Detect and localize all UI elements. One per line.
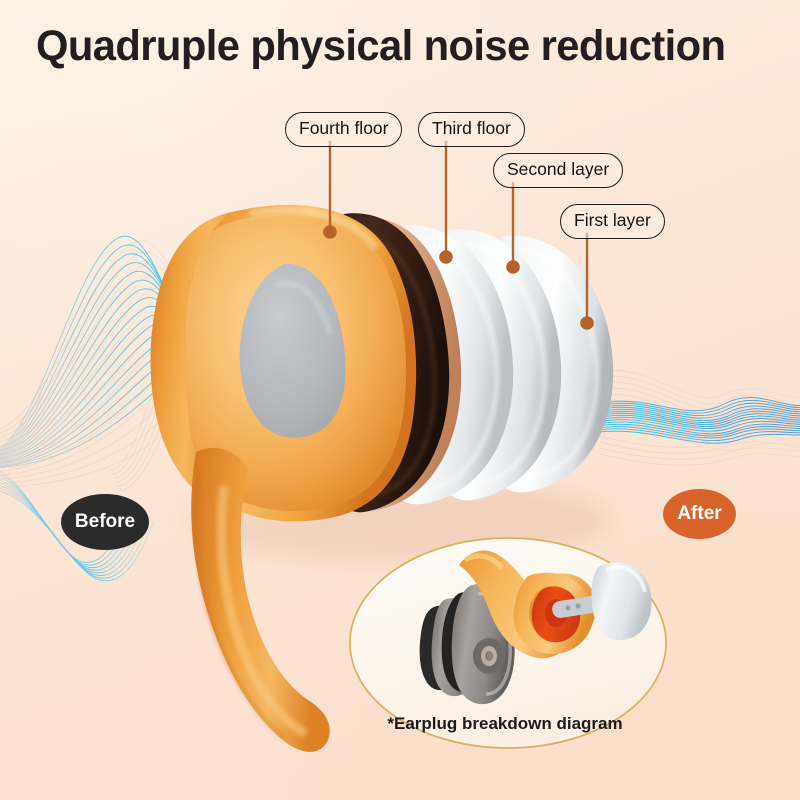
leader-dot-fourth-floor — [323, 225, 337, 239]
inset-part-mushroom-plug — [552, 562, 652, 641]
badge-before[interactable]: Before — [61, 494, 149, 550]
callout-first-layer[interactable]: First layer — [560, 204, 665, 239]
page-title: Quadruple physical noise reduction — [36, 22, 726, 70]
attenuated-noise-waveform — [595, 369, 800, 466]
leader-dot-third-floor — [439, 250, 453, 264]
callout-fourth-floor[interactable]: Fourth floor — [285, 112, 403, 147]
leader-dot-second-layer — [506, 260, 520, 274]
leader-dot-first-layer — [580, 316, 594, 330]
callout-third-floor[interactable]: Third floor — [418, 112, 525, 147]
badge-after[interactable]: After — [663, 489, 736, 539]
callout-second-layer[interactable]: Second layer — [493, 153, 624, 188]
inset-caption: *Earplug breakdown diagram — [387, 714, 623, 733]
layer-fourth-orange-hook — [150, 204, 417, 752]
